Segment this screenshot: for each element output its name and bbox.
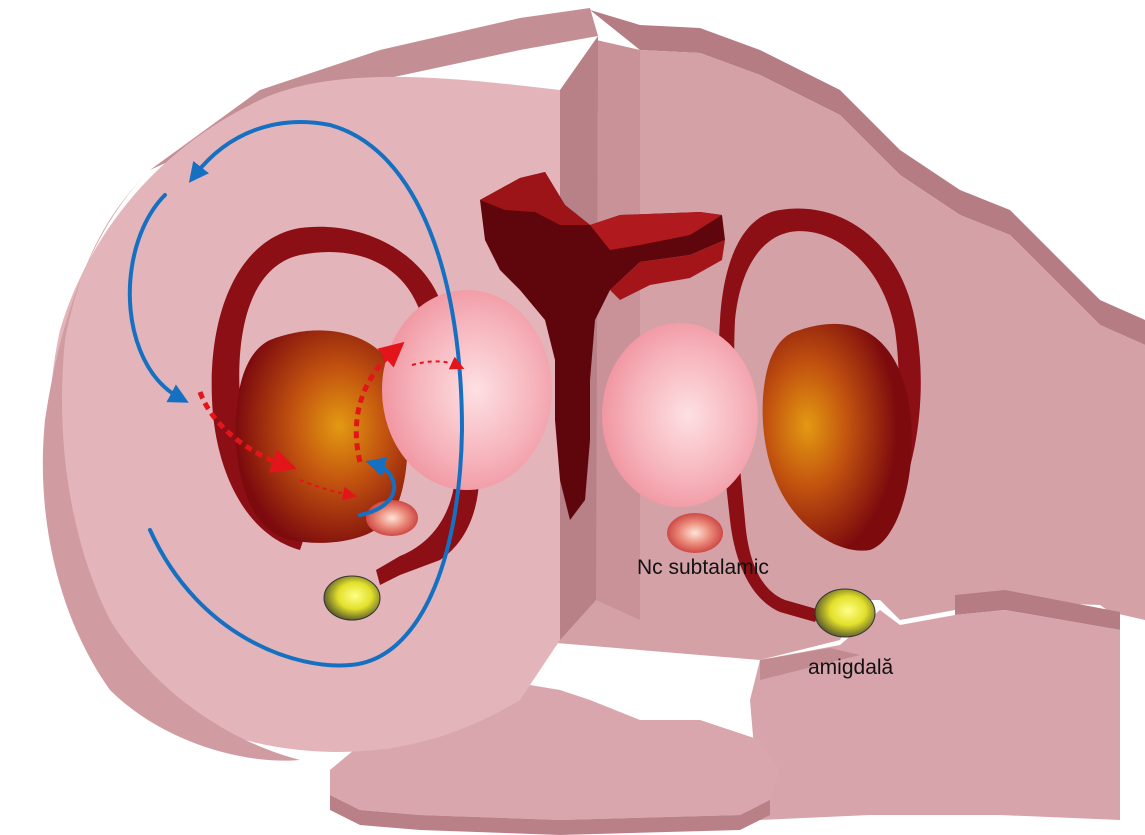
- left-thalamus: [382, 290, 552, 490]
- amygdala-label: amigdală: [808, 657, 893, 678]
- subthalamic-nucleus-label: Nc subtalamic: [637, 557, 769, 578]
- right-amygdala: [815, 589, 875, 637]
- left-amygdala: [324, 576, 380, 620]
- left-subthalamic-nucleus: [366, 500, 418, 536]
- right-subthalamic-nucleus: [667, 513, 723, 553]
- right-thalamus: [602, 323, 758, 507]
